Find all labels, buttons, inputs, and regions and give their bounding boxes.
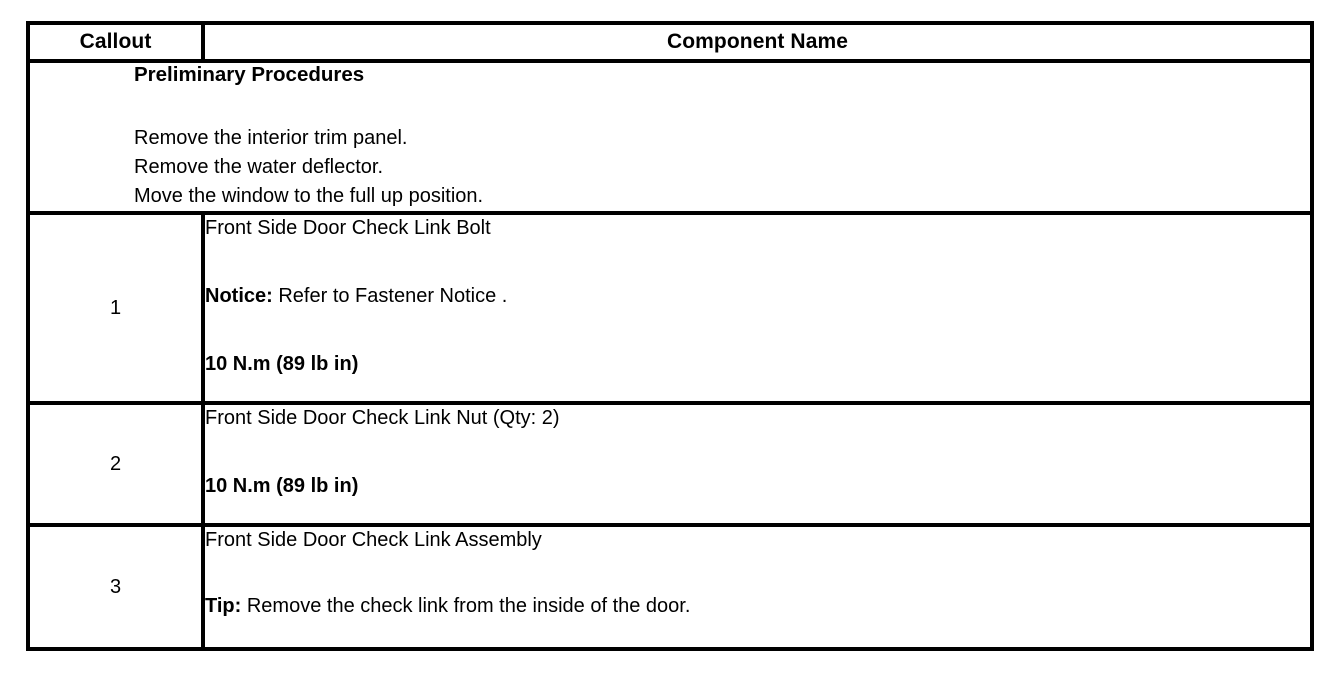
preliminary-step: Move the window to the full up position.	[134, 185, 484, 207]
callout-number: 2	[26, 401, 205, 527]
torque-specification: 10 N.m (89 lb in)	[205, 353, 359, 375]
spacer	[205, 309, 1310, 351]
table-row: 2 Front Side Door Check Link Nut (Qty: 2…	[26, 401, 1314, 527]
component-name-text: Front Side Door Check Link Nut (Qty: 2)	[205, 407, 560, 429]
table-body: Preliminary Procedures Remove the interi…	[26, 59, 1314, 651]
preliminary-procedures-cell: Preliminary Procedures Remove the interi…	[26, 59, 1314, 215]
column-header-component-name: Component Name	[201, 21, 1314, 63]
spacer	[205, 241, 1310, 283]
component-name-text: Front Side Door Check Link Bolt	[205, 217, 491, 239]
torque-specification: 10 N.m (89 lb in)	[205, 475, 359, 497]
notice-label: Notice:	[205, 285, 273, 307]
component-tip-line: Tip: Remove the check link from the insi…	[205, 593, 1310, 619]
preliminary-step: Remove the interior trim panel.	[134, 127, 408, 149]
spacer	[205, 499, 1310, 523]
spacer	[205, 431, 1310, 473]
preliminary-step: Remove the water deflector.	[134, 156, 384, 178]
spacer	[205, 377, 1310, 401]
callout-component-table: Callout Component Name Preliminary Proce…	[26, 21, 1314, 651]
tip-label: Tip:	[205, 595, 242, 617]
component-name-cell: Front Side Door Check Link Assembly Tip:…	[201, 523, 1314, 651]
component-name-cell: Front Side Door Check Link Bolt Notice: …	[201, 211, 1314, 405]
callout-number: 1	[26, 211, 205, 405]
table-row-preliminary: Preliminary Procedures Remove the interi…	[26, 59, 1314, 215]
preliminary-procedures-title: Preliminary Procedures	[134, 63, 365, 86]
component-notice-line: Notice: Refer to Fastener Notice .	[205, 283, 1310, 309]
component-name-cell: Front Side Door Check Link Nut (Qty: 2) …	[201, 401, 1314, 527]
table-row: 3 Front Side Door Check Link Assembly Ti…	[26, 523, 1314, 651]
spacer	[205, 553, 1310, 593]
preliminary-procedures-block: Preliminary Procedures Remove the interi…	[30, 63, 1310, 211]
table-row: 1 Front Side Door Check Link Bolt Notice…	[26, 211, 1314, 405]
notice-text: Refer to Fastener Notice .	[272, 285, 508, 307]
callout-number: 3	[26, 523, 205, 651]
spacer	[205, 619, 1310, 647]
table-header: Callout Component Name	[26, 21, 1314, 63]
column-header-callout: Callout	[26, 21, 205, 63]
table-header-row: Callout Component Name	[26, 21, 1314, 63]
component-name-text: Front Side Door Check Link Assembly	[205, 529, 542, 551]
tip-text: Remove the check link from the inside of…	[241, 595, 691, 617]
